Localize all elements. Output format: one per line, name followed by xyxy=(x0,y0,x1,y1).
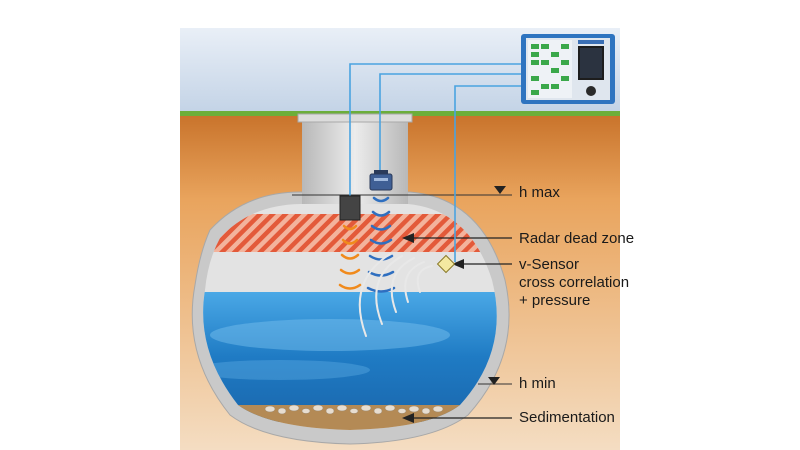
sediment-stones xyxy=(264,404,444,415)
v-sensor-label-line: + pressure xyxy=(519,292,591,309)
radar-sensor xyxy=(339,195,361,221)
radar-zone-pointer xyxy=(402,233,512,243)
radar-waves xyxy=(338,224,362,290)
h-max-label: h max xyxy=(519,184,560,201)
h-min-marker-icon xyxy=(488,377,500,385)
v-sensor-pointer xyxy=(452,259,512,269)
h-max-marker-icon xyxy=(494,186,506,194)
water-highlight xyxy=(203,360,370,380)
v-sensor-label: v-Sensor cross correlation + pressure xyxy=(519,256,629,310)
v-sensor-label-line: v-Sensor xyxy=(519,256,580,273)
v-sensor xyxy=(436,254,456,274)
arrow-icon xyxy=(402,413,414,423)
v-sensor-label-line: cross correlation xyxy=(519,274,630,291)
h-min-label: h min xyxy=(519,375,556,392)
ultrasonic-sensor xyxy=(369,170,393,191)
logger-dial-icon xyxy=(586,86,596,96)
radar-dead-zone-label: Radar dead zone xyxy=(519,230,635,247)
sedimentation-label: Sedimentation xyxy=(519,409,615,426)
arrow-icon xyxy=(452,259,464,269)
v-sensor-arcs xyxy=(358,253,433,337)
water-highlight xyxy=(210,319,450,351)
water-body xyxy=(203,292,497,422)
sensor-cables xyxy=(349,63,527,262)
sediment-pointer xyxy=(402,413,512,423)
shaft-rim xyxy=(297,113,413,123)
data-logger xyxy=(521,34,615,104)
arrow-icon xyxy=(402,233,414,243)
